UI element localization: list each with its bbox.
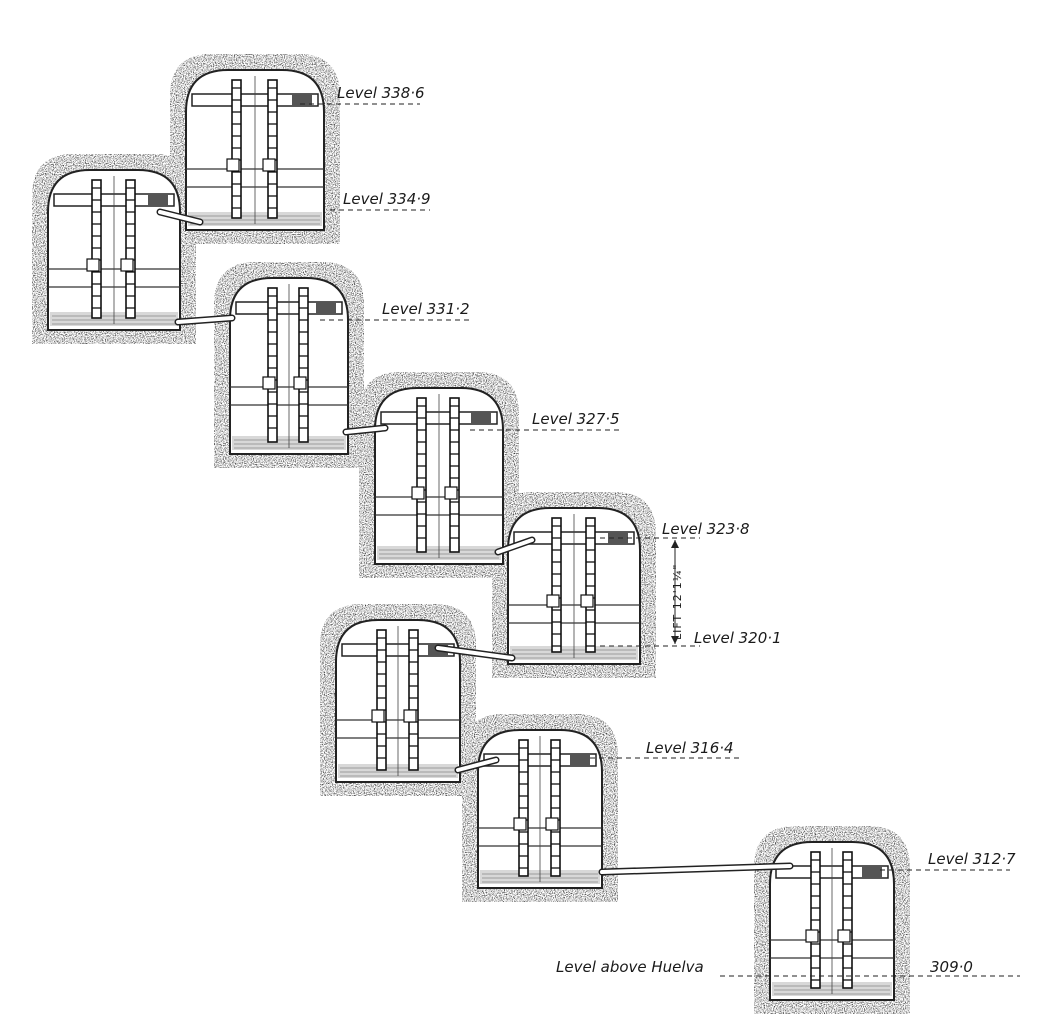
launder-inner <box>496 538 534 554</box>
bearing <box>262 158 276 172</box>
level-labels: Level 338·6 Level 334·9 Level 331·2 Leve… <box>337 84 1016 976</box>
bearing <box>86 258 100 272</box>
wheel-rim <box>408 629 419 771</box>
wheel-rim <box>231 79 242 219</box>
axle-end <box>148 194 168 206</box>
level-label-338-6: Level 338·6 <box>337 84 425 102</box>
bearing <box>226 158 240 172</box>
level-lines <box>300 103 1020 977</box>
bearing <box>403 709 417 723</box>
wheel <box>513 739 529 877</box>
chamber-3 <box>229 277 349 455</box>
wheel <box>371 629 387 771</box>
wheel <box>444 397 460 553</box>
launder-inner <box>158 210 202 224</box>
wheel-rim <box>91 179 102 319</box>
chamber-1 <box>185 69 325 231</box>
bearing <box>513 817 527 831</box>
wheel <box>226 79 242 219</box>
level-label-327-5: Level 327·5 <box>532 410 620 428</box>
bearing <box>545 817 559 831</box>
bottom-level-label: Level above Huelva <box>556 958 704 976</box>
wheel-rim <box>585 517 596 653</box>
wheel-rim <box>298 287 309 443</box>
level-label-323-8: Level 323·8 <box>662 520 750 538</box>
bearing <box>371 709 385 723</box>
bearing <box>546 594 560 608</box>
bearing <box>262 376 276 390</box>
wheel <box>805 851 821 989</box>
level-label-320-1: Level 320·1 <box>694 629 782 647</box>
axle-end <box>316 302 336 314</box>
level-label-316-4: Level 316·4 <box>646 739 734 757</box>
wheel <box>837 851 853 989</box>
wheel-rim <box>125 179 136 319</box>
launder-inner <box>600 864 792 874</box>
wheel <box>545 739 561 877</box>
axle-end <box>862 866 882 878</box>
wheel <box>403 629 419 771</box>
axle-end <box>292 94 312 106</box>
wheel-rim <box>416 397 427 553</box>
lift-arrow-up <box>671 540 679 548</box>
level-label-331-2: Level 331·2 <box>382 300 470 318</box>
wheel <box>120 179 136 319</box>
chamber-6 <box>335 619 461 783</box>
bearing <box>120 258 134 272</box>
wheel-rim <box>551 517 562 653</box>
chamber-7 <box>477 729 603 889</box>
launder-inner <box>436 646 514 660</box>
chamber-2 <box>47 169 181 331</box>
chamber-8 <box>769 841 895 1001</box>
bearing <box>411 486 425 500</box>
wheel <box>580 517 596 653</box>
wheel-rim <box>449 397 460 553</box>
chamber-4 <box>374 387 504 565</box>
bearing <box>805 929 819 943</box>
chambers <box>47 69 895 1001</box>
wheel-rim <box>376 629 387 771</box>
wheel <box>411 397 427 553</box>
wheel-rim <box>267 79 278 219</box>
wheel-rim <box>267 287 278 443</box>
wheel <box>546 517 562 653</box>
lift-arrow-down <box>671 636 679 644</box>
bearing <box>293 376 307 390</box>
axle-end <box>471 412 491 424</box>
level-label-312-7: Level 312·7 <box>928 850 1016 868</box>
chamber-5 <box>507 507 641 665</box>
launder-inner <box>176 316 234 324</box>
launder-inner <box>344 426 387 434</box>
wheel <box>262 79 278 219</box>
launder-inner <box>456 758 498 772</box>
bearing <box>444 486 458 500</box>
axle-end <box>570 754 590 766</box>
wheel <box>293 287 309 443</box>
bearing <box>580 594 594 608</box>
level-label-334-9: Level 334·9 <box>343 190 431 208</box>
wheel <box>262 287 278 443</box>
lift-label: LIFT 12'1¼" <box>671 564 684 640</box>
bottom-level-value: 309·0 <box>930 958 973 976</box>
bearing <box>837 929 851 943</box>
wheel <box>86 179 102 319</box>
